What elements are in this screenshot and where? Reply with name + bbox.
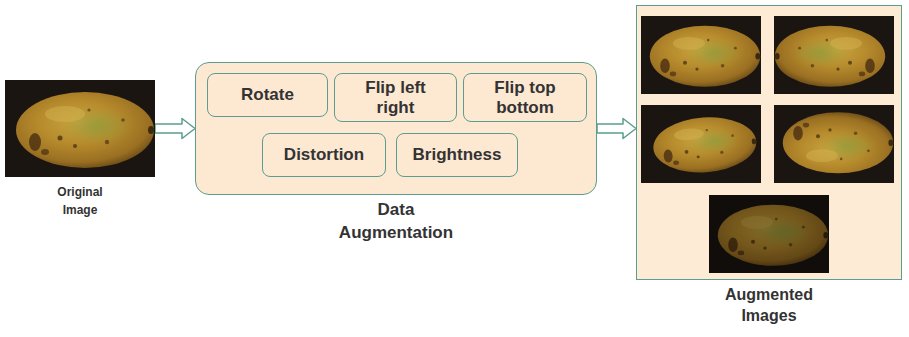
process-box: Flip left right xyxy=(334,73,457,122)
node-label: Original Image xyxy=(45,183,115,219)
box-label: Flip left right xyxy=(348,78,444,116)
process-box: Flip top bottom xyxy=(463,73,587,122)
augmentation-group: Data AugmentationRotateFlip left rightFl… xyxy=(195,62,597,195)
process-box: Distortion xyxy=(262,133,386,177)
box-label: Flip top bottom xyxy=(475,78,575,116)
box-label: Rotate xyxy=(241,85,294,104)
process-box: Rotate xyxy=(207,73,328,117)
papaya-photo xyxy=(5,80,155,177)
augmented-photos xyxy=(637,6,900,278)
flow-arrow xyxy=(597,119,636,139)
process-box: Brightness xyxy=(396,133,518,177)
box-label: Distortion xyxy=(284,145,364,164)
box-label: Brightness xyxy=(413,145,502,164)
node-label: Augmented Images xyxy=(709,285,829,327)
source-image: Original Image xyxy=(5,80,155,177)
output-panel: Augmented Images xyxy=(636,5,902,280)
flow-arrow xyxy=(155,119,195,139)
node-label: Data Augmentation xyxy=(326,199,466,245)
